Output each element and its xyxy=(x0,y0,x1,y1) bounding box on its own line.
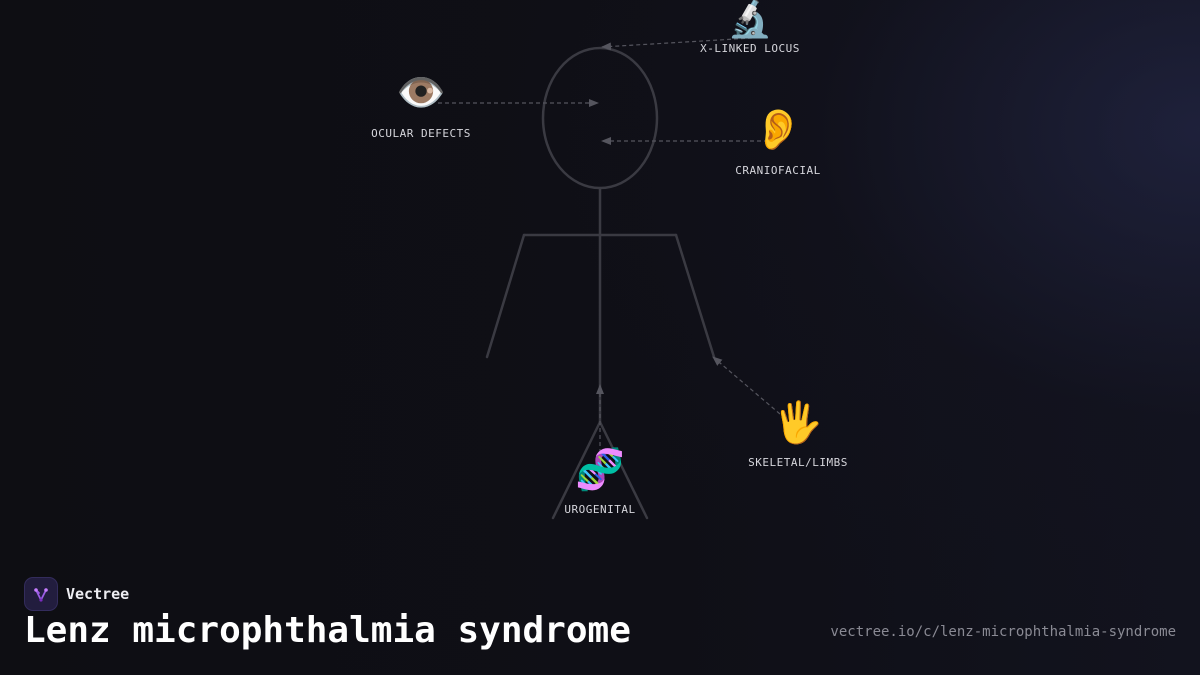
vectree-logo-icon xyxy=(24,577,58,611)
figure-left-leg xyxy=(551,420,602,520)
label-urogenital: UROGENITAL xyxy=(564,503,636,516)
source-url-link[interactable]: vectree.io/c/lenz-microphthalmia-syndrom… xyxy=(830,624,1176,640)
connector-skeletal xyxy=(712,356,781,415)
brand-name: Vectree xyxy=(66,585,130,603)
figure-left-arm xyxy=(485,233,526,359)
ear-icon: 👂 xyxy=(753,107,803,153)
label-x-linked: X-LINKED LOCUS xyxy=(700,42,800,55)
figure-right-arm xyxy=(674,233,716,359)
figure-head xyxy=(541,46,659,190)
label-ocular: OCULAR DEFECTS xyxy=(371,127,471,140)
label-craniofacial: CRANIOFACIAL xyxy=(735,164,821,177)
dna-icon: 🧬 xyxy=(575,447,625,493)
hand-icon: 🖐️ xyxy=(773,400,823,446)
brand[interactable]: Vectree xyxy=(24,577,129,611)
eye-icon: 👁️ xyxy=(396,70,446,116)
page-title: Lenz microphthalmia syndrome xyxy=(24,610,631,651)
microscope-icon: 🔬 xyxy=(727,0,773,40)
figure-right-leg xyxy=(598,420,649,520)
label-skeletal: SKELETAL/LIMBS xyxy=(748,456,848,469)
